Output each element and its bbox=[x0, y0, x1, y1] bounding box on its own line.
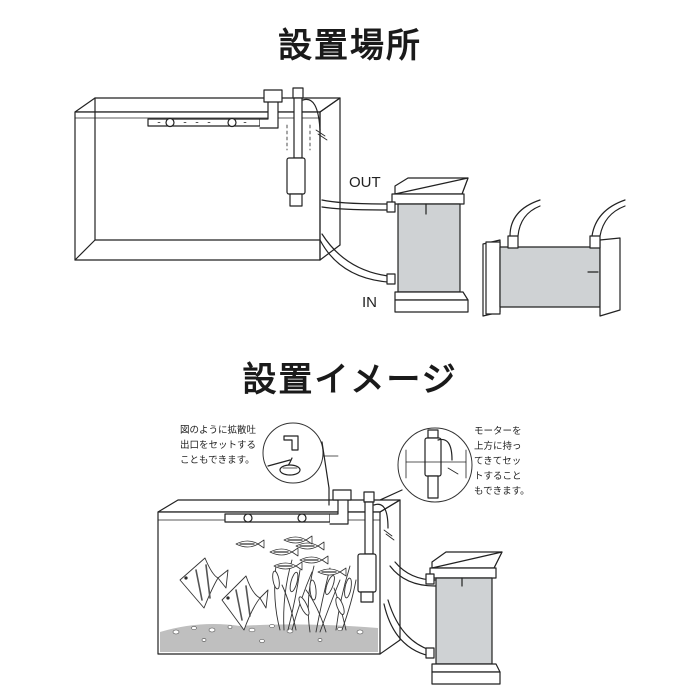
angelfish-right bbox=[221, 575, 269, 631]
top-canister-filter bbox=[386, 177, 469, 313]
diffuser-note-line: 図のように拡散吐 bbox=[180, 425, 257, 436]
top-intake-pump bbox=[286, 87, 328, 207]
bottom-plants bbox=[272, 559, 357, 633]
diffuser-note-line: こともできます。 bbox=[180, 455, 255, 466]
motor-note-line: てきてセッ bbox=[474, 456, 522, 467]
out-port-label: OUT bbox=[349, 174, 381, 191]
angelfish-left bbox=[179, 557, 229, 609]
bottom-intake-pump bbox=[357, 491, 395, 603]
bottom-canister-filter bbox=[425, 551, 503, 685]
motor-note: モーターを 上方に持っ てきてセッ トすること もできます。 bbox=[474, 424, 530, 499]
in-port-label: IN bbox=[362, 294, 377, 311]
motor-note-line: トすること bbox=[474, 471, 522, 482]
bottom-spray-bar bbox=[224, 489, 352, 525]
diffuser-note-line: 出口をセットする bbox=[180, 440, 257, 451]
diffuser-note: 図のように拡散吐 出口をセットする こともできます。 bbox=[180, 423, 256, 468]
motor-note-line: 上方に持っ bbox=[474, 441, 522, 452]
top-hoses bbox=[319, 199, 389, 283]
install-image-title: 設置イメージ bbox=[242, 360, 458, 400]
tetra-school bbox=[235, 535, 347, 577]
diffuser-callout bbox=[262, 422, 339, 506]
top-canister-side-view bbox=[482, 199, 626, 317]
motor-note-line: モーターを bbox=[474, 426, 522, 437]
motor-note-line: もできます。 bbox=[474, 486, 530, 497]
install-location-title: 設置場所 bbox=[278, 26, 422, 66]
motor-callout bbox=[379, 427, 473, 503]
top-spray-bar bbox=[147, 89, 283, 129]
